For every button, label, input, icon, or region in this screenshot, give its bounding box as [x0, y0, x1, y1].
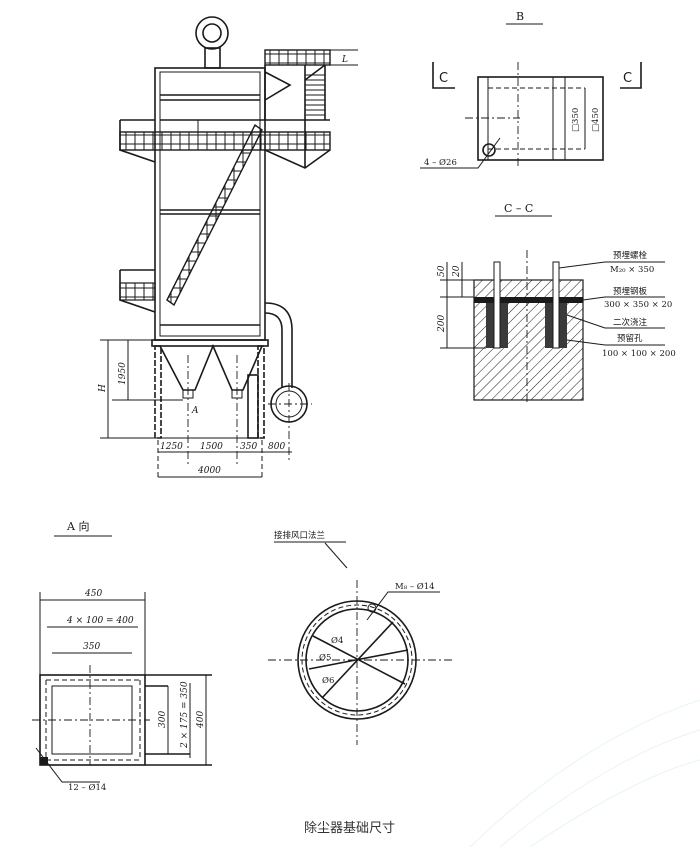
- secondary-grouting-label: 二次浇注: [613, 317, 648, 328]
- dim-v-pitch-350: 2 × 175 = 350: [180, 681, 190, 749]
- dim-4000: 4000: [197, 466, 221, 476]
- anchor-bolt-spec: M₂₀ × 350: [610, 265, 654, 275]
- view-A: A 向 450 4 × 100 = 400 350 300 2 × 175 = …: [32, 519, 212, 793]
- dim-1500: 1500: [200, 442, 223, 452]
- flange-bolts-label: M₈ – Ø14: [395, 581, 435, 592]
- section-C-C: C – C 50 20 200 预埋螺栓 M₂₀ × 350 预埋钢板 300 …: [437, 202, 676, 405]
- dim-20: 20: [452, 265, 462, 278]
- view-A-title: A 向: [66, 519, 89, 533]
- elevation-view: L A H 1950 1250 1500 350: [98, 16, 358, 480]
- reserved-hole-label: 预留孔: [617, 333, 643, 344]
- dim-350: 350: [240, 442, 257, 452]
- dim-1250: 1250: [160, 442, 183, 452]
- diameter-6: Ø6: [322, 675, 334, 686]
- flange-view: 接排风口法兰 M₈ – Ø14 Ø4 Ø5 Ø6: [268, 530, 452, 745]
- holes-4-d26: 4 – Ø26: [424, 157, 457, 168]
- dim-H: H: [98, 384, 108, 393]
- diameter-4: Ø4: [331, 635, 343, 646]
- dim-350: 350: [83, 642, 100, 652]
- section-CC-title: C – C: [504, 202, 533, 215]
- dim-L: L: [341, 55, 348, 65]
- drawing-caption: 除尘器基础尺寸: [304, 821, 395, 836]
- section-mark-right: C: [623, 71, 632, 86]
- dim-pitch-400: 4 × 100 = 400: [66, 616, 134, 626]
- flange-title: 接排风口法兰: [274, 530, 325, 541]
- holes-12-d14: 12 – Ø14: [68, 782, 106, 793]
- dim-400: 400: [196, 711, 206, 729]
- dim-300: 300: [158, 711, 168, 728]
- view-marker-A: A: [191, 406, 199, 416]
- dim-1950: 1950: [118, 362, 128, 385]
- dim-200: 200: [437, 315, 447, 333]
- diameter-5: Ø5: [319, 652, 331, 663]
- inner-square-350: □350: [571, 108, 581, 132]
- dim-450: 450: [84, 589, 102, 599]
- view-B: B C C 4 – Ø26 □350 □450: [420, 10, 642, 169]
- reserved-hole-spec: 100 × 100 × 200: [602, 349, 676, 359]
- section-mark-left: C: [439, 71, 448, 86]
- embedded-plate-spec: 300 × 350 × 20: [604, 300, 672, 310]
- background-swirl-decoration: [469, 699, 700, 847]
- view-B-title: B: [516, 10, 524, 23]
- outer-square-450: □450: [591, 108, 601, 132]
- dim-50: 50: [437, 265, 447, 277]
- embedded-plate-label: 预埋钢板: [613, 286, 648, 297]
- anchor-bolt-label: 预埋螺栓: [613, 250, 648, 261]
- dim-800: 800: [268, 442, 285, 452]
